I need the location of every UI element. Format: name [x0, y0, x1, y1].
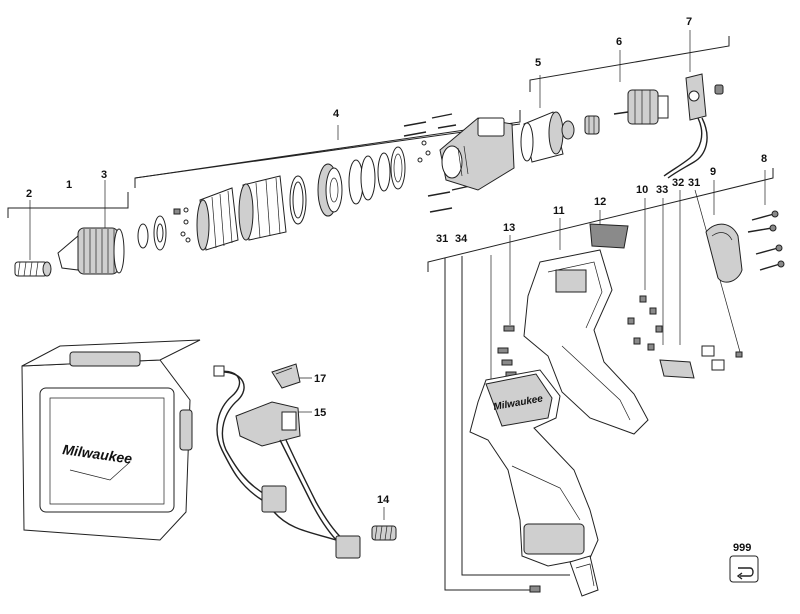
- part-11-housing-left: [523, 223, 649, 435]
- label-part-10: 10: [636, 184, 648, 196]
- label-part-34: 34: [455, 233, 468, 245]
- label-part-33: 33: [656, 184, 668, 196]
- part-2-chuck-screw: [14, 261, 52, 277]
- part-14-spring: [371, 525, 397, 541]
- part-4-gearbox-assembly: [137, 113, 515, 251]
- label-part-1: 1: [66, 179, 72, 191]
- part-7-motor-board: [663, 73, 724, 179]
- label-part-15: 15: [314, 407, 326, 419]
- part-999-manual: [729, 555, 759, 583]
- label-part-3: 3: [101, 169, 107, 181]
- label-part-31a: 31: [436, 233, 448, 245]
- label-part-999: 999: [733, 542, 751, 554]
- part-labels: 1 2 3 4 5 6 7 8 9 10 11 12 13 14 15 17 3…: [26, 16, 767, 554]
- part-5-motor-housing: [520, 111, 564, 163]
- callout-brackets: [7, 30, 774, 591]
- part-housing-right: Milwaukee: [469, 369, 599, 567]
- label-part-5: 5: [535, 57, 541, 69]
- part-700-carry-case: Milwaukee: [21, 339, 201, 541]
- small-hardware: [627, 295, 743, 379]
- part-15-switch-assembly: [213, 365, 361, 559]
- part-belt-clip: [529, 555, 599, 597]
- label-part-31b: 31: [688, 177, 700, 189]
- label-part-13: 13: [503, 222, 515, 234]
- part-3-keyless-chuck: [57, 227, 125, 275]
- part-17-trigger: [271, 363, 301, 389]
- part-6-motor-assembly: [561, 89, 669, 140]
- part-8-housing-screws: [747, 210, 785, 271]
- label-part-2: 2: [26, 188, 32, 200]
- label-part-8: 8: [761, 153, 767, 165]
- part-13-contacts: [497, 325, 517, 378]
- label-part-17: 17: [314, 373, 326, 385]
- label-part-6: 6: [616, 36, 622, 48]
- label-part-14: 14: [377, 494, 390, 506]
- label-part-11: 11: [553, 205, 565, 217]
- part-9-rear-cap: [705, 223, 743, 283]
- label-part-9: 9: [710, 166, 716, 178]
- label-part-32: 32: [672, 177, 684, 189]
- label-part-12: 12: [594, 196, 606, 208]
- label-part-4: 4: [333, 108, 340, 120]
- label-part-7: 7: [686, 16, 692, 28]
